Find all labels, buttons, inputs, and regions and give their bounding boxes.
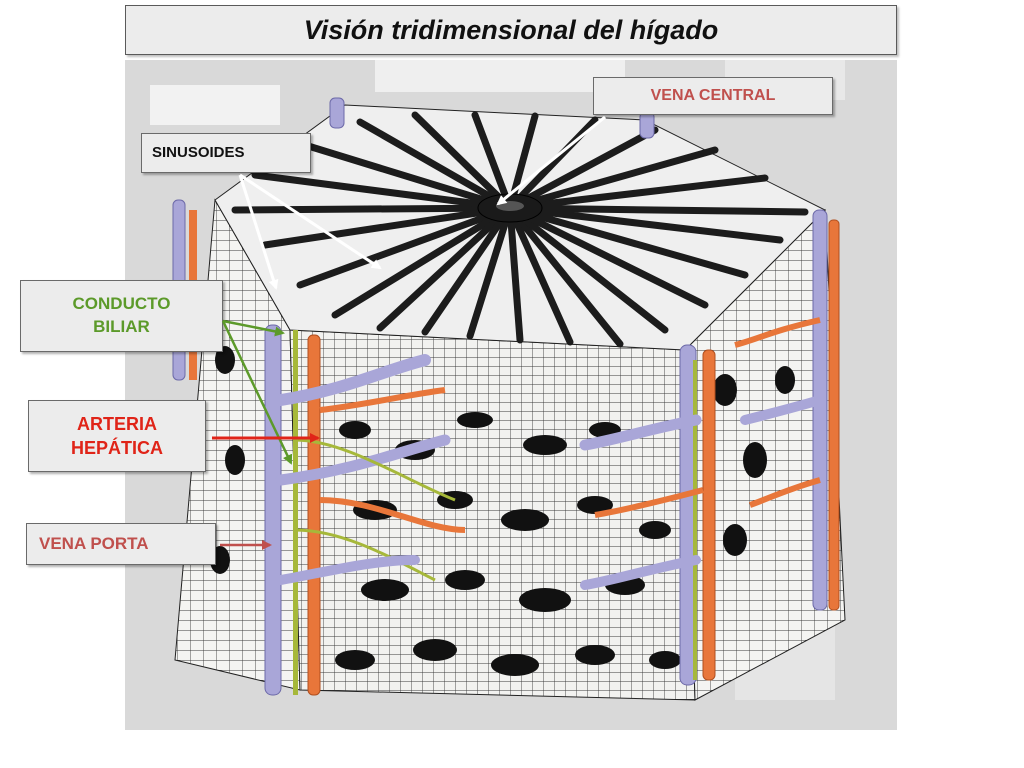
- portal-triad-far-right: [734, 209, 840, 611]
- slide-title: Visión tridimensional del hígado: [303, 14, 719, 45]
- sinusoides-label: SINUSOIDES: [141, 133, 311, 173]
- vena-central-label-text: VENA CENTRAL: [650, 87, 776, 105]
- vena-porta-label-text: VENA PORTA: [39, 533, 149, 553]
- title-box: Visión tridimensional del hígado: [125, 5, 897, 55]
- portal-triad-right: [579, 344, 716, 686]
- sinusoides-label-text: SINUSOIDES: [152, 143, 245, 161]
- vena-porta-label: VENA PORTA: [26, 523, 216, 565]
- arteria-hepatica-label-text: ARTERIA HEPÁTICA: [70, 413, 163, 458]
- conducto-biliar-label-text: CONDUCTO BILIAR: [72, 294, 171, 336]
- arteria-hepatica-label: ARTERIA HEPÁTICA: [28, 400, 206, 472]
- vena-central-label: VENA CENTRAL: [593, 77, 833, 115]
- conducto-biliar-label: CONDUCTO BILIAR: [20, 280, 223, 352]
